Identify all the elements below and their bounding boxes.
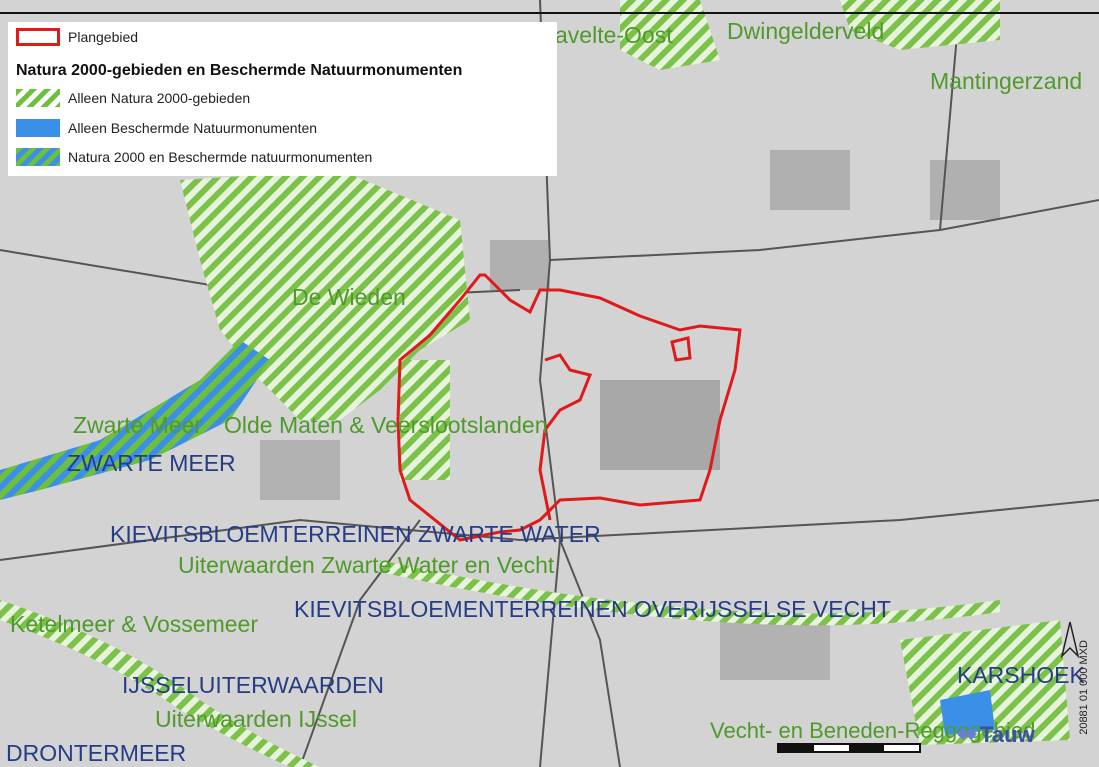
label-de-wieden: De Wieden (292, 284, 406, 310)
label-ketelmeer: Ketelmeer & Vossemeer (10, 611, 259, 637)
label-zwarte-meer-bnm: ZWARTE MEER (67, 450, 236, 476)
legend-row-natura2000: Alleen Natura 2000-gebieden (16, 89, 250, 107)
north-arrow-icon (1060, 621, 1080, 659)
label-drontermeer: DRONTERMEER (6, 740, 187, 766)
natura2000-area-ijssel (0, 600, 320, 767)
built-area (260, 440, 340, 500)
label-dwingelderveld: Dwingelderveld (727, 18, 885, 44)
map-document-code: 20881 01 000 MXD (1078, 640, 1090, 735)
label-ijsseluiterwaarden: IJSSELUITERWAARDEN (122, 672, 384, 698)
built-area (600, 380, 720, 470)
plangebied-outline[interactable] (396, 273, 742, 542)
map-legend: Plangebied Natura 2000-gebieden en Besch… (8, 22, 557, 176)
map-frame-line (0, 12, 1099, 14)
legend-title: Natura 2000-gebieden en Beschermde Natuu… (16, 62, 463, 79)
label-zwarte-meer-n2k: Zwarte Meer (73, 412, 203, 438)
label-mantingerzand: Mantingerzand (930, 68, 1083, 94)
legend-label-plangebied: Plangebied (68, 29, 139, 45)
label-uiterwaarden-ijssel: Uiterwaarden IJssel (155, 706, 357, 732)
plangebied-inner-lobe (538, 353, 593, 521)
legend-swatch-both (16, 148, 60, 166)
legend-label-natura2000: Alleen Natura 2000-gebieden (68, 90, 251, 106)
legend-row-both: Natura 2000 en Beschermde natuurmonument… (16, 148, 372, 166)
legend-label-both: Natura 2000 en Beschermde natuurmonument… (68, 149, 373, 165)
label-olde-maten: Olde Maten & Veerslootslanden (224, 412, 548, 438)
built-area (930, 160, 1000, 220)
built-area (490, 240, 550, 290)
legend-swatch-bnm (16, 119, 60, 137)
scale-bar-segment (884, 745, 919, 751)
brand-tauw: Tauw (980, 722, 1035, 747)
plangebied-small-part (670, 336, 692, 362)
legend-row-bnm: Alleen Beschermde Natuurmonumenten (16, 119, 317, 137)
legend-label-bnm: Alleen Beschermde Natuurmonumenten (68, 120, 318, 136)
label-havelte-oost: avelte-Oost (555, 22, 673, 48)
label-vecht-beneden-regge: Vecht- en Beneden-Reggegebied (710, 718, 1036, 743)
built-area (720, 620, 830, 680)
scale-bar-segment (814, 745, 849, 751)
natura2000-area-olde-maten (400, 360, 450, 480)
label-kievitsbloem-zwarte-water: KIEVITSBLOEMTERREINEN ZWARTE WATER (110, 521, 601, 547)
built-area (770, 150, 850, 210)
bnm-area-karshoek (940, 690, 995, 735)
tauw-logo-icon (957, 728, 977, 740)
scale-bar (777, 743, 921, 753)
natura2000-area-dwingelderveld (620, 0, 720, 70)
legend-row-plangebied: Plangebied (16, 28, 138, 46)
natura2000-area-vecht-river (380, 560, 1000, 626)
legend-swatch-natura2000 (16, 89, 60, 107)
label-karshoek: KARSHOEK (957, 662, 1085, 688)
label-uiterwaarden-zwarte-water: Uiterwaarden Zwarte Water en Vecht (178, 552, 555, 578)
label-kievitsbloem-vecht: KIEVITSBLOEMENTERREINEN OVERIJSSELSE VEC… (294, 596, 891, 622)
legend-swatch-plangebied (16, 28, 60, 46)
natura-bnm-area-zwarte-meer (0, 340, 270, 500)
